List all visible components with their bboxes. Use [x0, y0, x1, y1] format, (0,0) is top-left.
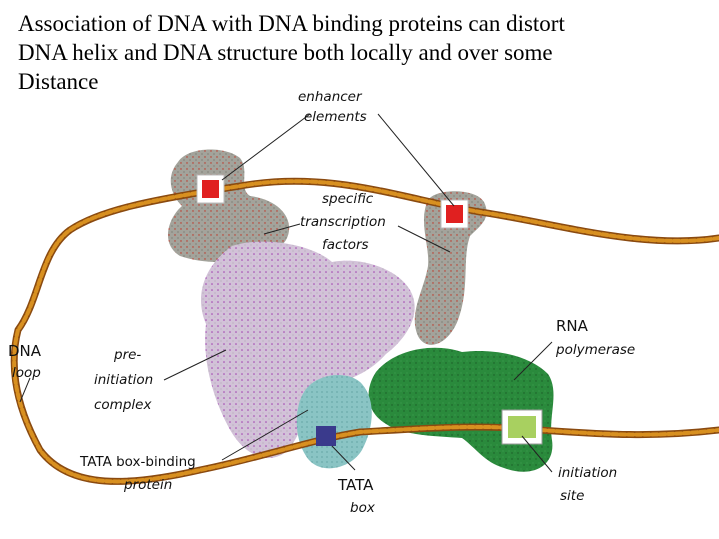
- label-rna-1: RNA: [556, 317, 589, 335]
- label-rna-polymerase-2: polymerase: [555, 342, 635, 358]
- tata-box-marker: [316, 426, 336, 446]
- title-line-1: Association of DNA with DNA binding prot…: [18, 11, 565, 36]
- label-pre-initiation-complex-3: complex: [94, 397, 152, 413]
- enhancer-element-left-frame: [196, 174, 225, 204]
- label-pre-initiation-complex-1: pre-: [113, 347, 141, 363]
- right-transcription-factor: [414, 191, 487, 345]
- label-dna-loop-2: loop: [12, 365, 41, 381]
- label-tata-box-2: box: [350, 500, 376, 516]
- label-dna-loop-1: DNA: [8, 342, 42, 360]
- title-line-2: DNA helix and DNA structure both locally…: [18, 40, 553, 65]
- enhancer-element-left: [202, 180, 219, 198]
- label-specific-transcription-factors-3: factors: [322, 237, 369, 253]
- label-tata-box-binding-protein-1: TATA box-binding: [79, 454, 196, 470]
- enhancer-element-right: [446, 205, 463, 223]
- label-tata-box-binding-protein-2: protein: [123, 477, 172, 493]
- slide-title: Association of DNA with DNA binding prot…: [18, 9, 708, 96]
- leader-lines: [19, 113, 553, 473]
- tata-box-binding-protein-shape: [296, 374, 372, 469]
- label-initiation-site-2: site: [560, 488, 584, 504]
- initiation-site-marker: [508, 416, 536, 438]
- label-enhancer-elements-2: elements: [304, 109, 367, 125]
- dna-helix: [12, 179, 719, 484]
- label-initiation-site-1: initiation: [558, 465, 617, 481]
- label-specific-transcription-factors-1: specific: [322, 191, 374, 207]
- label-tata-box-1: TATA: [337, 476, 374, 494]
- label-specific-transcription-factors-2: transcription: [300, 214, 386, 230]
- label-enhancer-elements-1: enhancer: [298, 89, 363, 105]
- title-line-3: Distance: [18, 69, 99, 94]
- pre-initiation-complex-shape: [201, 241, 415, 459]
- label-pre-initiation-complex-2: initiation: [94, 372, 153, 388]
